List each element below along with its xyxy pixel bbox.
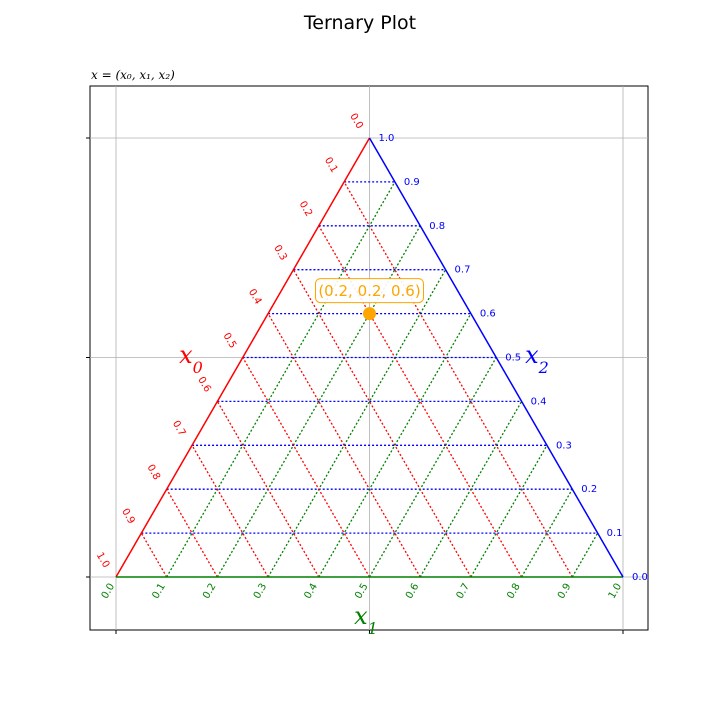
tick-label-x0: 0.8 — [145, 463, 162, 482]
tick-label-x2: 0.1 — [607, 528, 623, 539]
gridline-x0 — [343, 181, 573, 578]
tick-label-x1: 0.0 — [100, 582, 117, 601]
axis-label-x0: x0 — [179, 341, 203, 377]
tick-label-x0: 1.0 — [94, 551, 111, 570]
tick-label-x0: 0.5 — [221, 331, 238, 350]
gridline-x1 — [470, 444, 548, 578]
gridline-x1 — [267, 269, 447, 578]
axis-label-x1: x1 — [354, 602, 378, 638]
tick-label-x1: 0.9 — [556, 582, 573, 601]
formula-label: x = (x₀, x₁, x₂) — [91, 68, 175, 82]
gridline-x0 — [166, 488, 218, 578]
tick-label-x0: 0.9 — [119, 507, 136, 526]
tick-label-x1: 0.8 — [505, 582, 522, 601]
tick-label-x1: 0.3 — [252, 582, 269, 601]
tick-label-x0: 0.3 — [271, 243, 288, 262]
gridline-x0 — [242, 357, 371, 578]
gridline-x1 — [368, 357, 497, 578]
gridline-x1 — [166, 181, 396, 578]
tick-label-x2: 0.0 — [632, 572, 648, 583]
gridline-x0 — [292, 269, 472, 578]
tick-label-x0: 0.6 — [195, 375, 212, 394]
gridline-x1 — [521, 488, 573, 578]
tick-label-x1: 0.4 — [302, 582, 319, 601]
tick-label-x1: 1.0 — [607, 582, 624, 601]
tick-label-x2: 0.2 — [581, 484, 597, 495]
edge-x0 — [115, 137, 371, 578]
tick-label-x2: 0.6 — [480, 309, 496, 320]
tick-label-x0: 0.1 — [322, 156, 339, 175]
triangle-edges — [115, 137, 624, 578]
tick-label-x2: 0.5 — [505, 353, 521, 364]
tick-label-x1: 0.6 — [404, 582, 421, 601]
annotation-box — [315, 278, 424, 304]
data-point-label: (0.2, 0.2, 0.6) — [318, 282, 420, 300]
tick-label-x1: 0.1 — [150, 582, 167, 601]
tick-label-x2: 0.4 — [531, 396, 547, 407]
tick-label-x2: 0.7 — [455, 265, 471, 276]
tick-labels: 0.0 0.1 0.2 0.3 0.4 0.5 0.6 0.7 0.8 0.9 1.0 0.0 0.1 0… — [94, 112, 648, 601]
tick-label-x0: 0.0 — [347, 112, 364, 131]
tick-label-x0: 0.2 — [297, 199, 314, 218]
data-points: (0.2, 0.2, 0.6) — [315, 278, 424, 321]
tick-label-x1: 0.7 — [455, 582, 472, 601]
tick-label-x0: 0.4 — [246, 287, 263, 306]
axis-label-x2: x2 — [525, 341, 549, 377]
gridline-x1 — [571, 532, 599, 578]
chart-title: Ternary Plot — [303, 12, 416, 34]
edge-x2 — [368, 137, 624, 578]
tick-label-x1: 0.5 — [353, 582, 370, 601]
tick-label-x2: 0.9 — [404, 177, 420, 188]
tick-label-x2: 0.8 — [429, 221, 445, 232]
gridline-x0 — [191, 444, 269, 578]
tick-label-x1: 0.2 — [201, 582, 218, 601]
gridline-x0 — [140, 532, 168, 578]
data-point — [363, 307, 376, 321]
gridline-x0 — [267, 313, 421, 578]
gridline-x0 — [216, 401, 320, 578]
frame-ticks — [86, 137, 624, 634]
tick-label-x0: 0.7 — [170, 419, 187, 438]
tick-label-x2: 0.3 — [556, 440, 572, 451]
background-grid — [90, 86, 648, 630]
ternary-grid — [140, 181, 599, 578]
gridline-x1 — [318, 313, 472, 578]
tick-label-x2: 1.0 — [379, 133, 395, 144]
gridline-x1 — [419, 401, 523, 578]
plot-frame — [89, 85, 649, 631]
